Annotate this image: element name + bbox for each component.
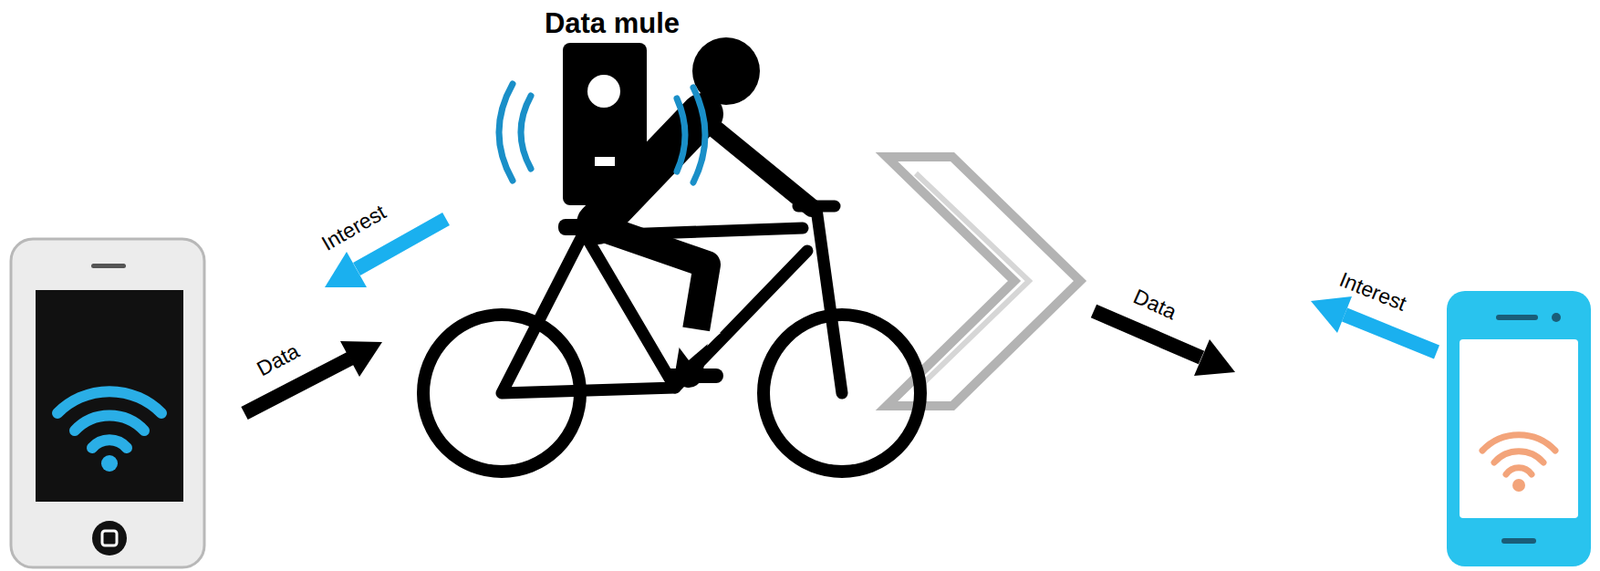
arrow-label: Interest [317,200,390,256]
arrow-label: Data [253,339,304,381]
figure-heading: Data mule [544,8,680,40]
data-mule-cyclist [423,37,921,472]
arrow-label: Data [1130,285,1181,325]
receiver-phone [1446,290,1591,567]
sender-phone [10,238,205,568]
